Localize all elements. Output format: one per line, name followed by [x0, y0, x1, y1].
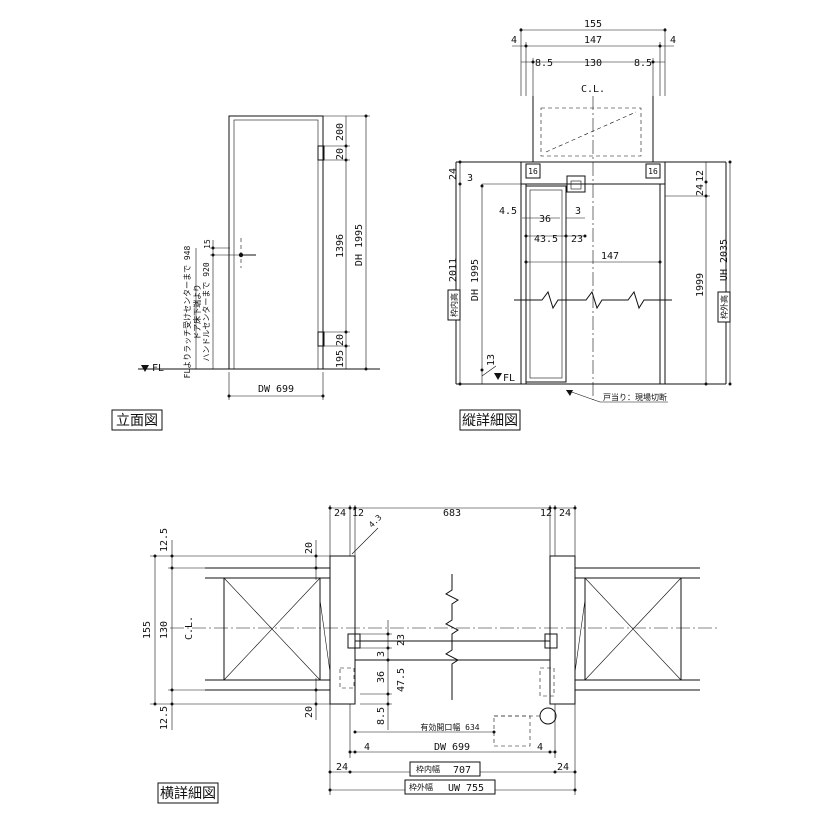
- hd-155: 155: [142, 621, 153, 639]
- hd-handle-icon: [539, 707, 557, 725]
- hd-85: 8.5: [376, 707, 387, 725]
- hd-24a: 24: [334, 508, 346, 519]
- elevation-view: FL DW 699 DH 1995 200 20 1396 20 195 15: [111, 114, 380, 431]
- elev-note-door: ドア床下端より: [192, 284, 202, 340]
- hd-475: 47.5: [396, 668, 407, 692]
- vd-fl: FL: [503, 373, 515, 384]
- vd-155: 155: [584, 19, 602, 30]
- elev-note-handle: ハンドルセンターまで 920: [202, 262, 211, 361]
- hd-eff: 有効開口幅 634: [420, 722, 479, 732]
- hd-4a: 4: [364, 742, 370, 753]
- vd-147: 147: [601, 251, 619, 262]
- hd-jamb-right: [549, 555, 576, 705]
- vd-24r: 24: [695, 184, 706, 196]
- elevation-title-box: [111, 409, 163, 431]
- horizontal-detail-view: 24 12 683 12 24 4.3 C.L.: [142, 505, 720, 804]
- hd-cl: C.L.: [184, 616, 195, 640]
- hinge-top-icon: [317, 145, 325, 161]
- vd-24: 24: [448, 168, 459, 180]
- hinge-bottom-icon: [317, 331, 325, 347]
- hd-24c: 24: [336, 762, 348, 773]
- hd-inner-label: 枠内幅: [416, 764, 440, 774]
- vd-130: 130: [584, 58, 602, 69]
- elev-15: 15: [203, 239, 212, 249]
- elev-dw: DW 699: [258, 384, 294, 395]
- vd-13: 13: [486, 354, 497, 366]
- hd-outer-val: UW 755: [448, 783, 484, 794]
- vd-4a: 4: [511, 35, 517, 46]
- horizontal-title: 横詳細図: [160, 786, 216, 802]
- elev-20b: 20: [335, 334, 346, 346]
- hd-125a: 12.5: [159, 528, 170, 552]
- fl-marker-icon: [141, 365, 149, 372]
- hd-24d: 24: [557, 762, 569, 773]
- hd-4b: 4: [537, 742, 543, 753]
- vd-45: 4.5: [499, 206, 517, 217]
- vd-uh: UH 2035: [719, 239, 730, 281]
- vd-fl-marker-icon: [494, 373, 502, 380]
- vd-36: 36: [539, 214, 551, 225]
- vd-435: 43.5: [534, 234, 558, 245]
- hd-jamb-left: [329, 555, 356, 705]
- vd-4b: 4: [670, 35, 676, 46]
- hd-23: 23: [396, 634, 407, 646]
- horizontal-title-box: [157, 782, 219, 804]
- vd-cl: C.L.: [581, 84, 605, 95]
- vd-16b: 16: [648, 167, 658, 176]
- hd-20b: 20: [304, 706, 315, 718]
- vd-1999: 1999: [695, 273, 706, 297]
- hd-3: 3: [376, 651, 387, 657]
- hd-outer-label: 枠外幅: [409, 782, 433, 792]
- door-leaf: [233, 119, 319, 370]
- vd-3: 3: [467, 173, 473, 184]
- elev-fl-label: FL: [152, 363, 164, 374]
- door-frame-outline: [228, 115, 324, 370]
- vd-12: 12: [695, 170, 706, 182]
- hd-stud-right: [584, 577, 682, 681]
- hd-20a: 20: [304, 542, 315, 554]
- elev-dh: DH 1995: [354, 224, 365, 266]
- vd-label-frame-out: 枠外高: [719, 295, 729, 319]
- vd-3b: 3: [575, 206, 581, 217]
- vertical-title: 縦詳細図: [462, 413, 518, 429]
- hd-130: 130: [159, 621, 170, 639]
- hd-stud-left: [223, 577, 321, 681]
- hd-43: 4.3: [367, 513, 384, 530]
- elev-note-latch: FLよりラッチ受けセンターまで 948: [182, 245, 192, 378]
- vd-8b: 8.5: [634, 58, 652, 69]
- hd-36: 36: [376, 671, 387, 683]
- elevation-title: 立面図: [116, 413, 158, 429]
- vd-8a: 8.5: [535, 58, 553, 69]
- elev-195: 195: [335, 350, 346, 368]
- vertical-detail-view: 155 147 4 4 8.5 130 8.5 C.L. 16 16: [447, 19, 732, 431]
- vertical-title-box: [459, 409, 521, 431]
- vd-2011: 2011: [448, 258, 459, 282]
- hd-24b: 24: [559, 508, 571, 519]
- hd-inner-val: 707: [453, 765, 471, 776]
- hd-12a: 12: [352, 508, 364, 519]
- hd-12b: 12: [540, 508, 552, 519]
- vd-note: 戸当り：現場切断: [603, 392, 667, 402]
- elev-20a: 20: [335, 148, 346, 160]
- hd-125b: 12.5: [159, 706, 170, 730]
- vd-23: 23: [571, 234, 583, 245]
- vd-147-top: 147: [584, 35, 602, 46]
- hd-683: 683: [443, 508, 461, 519]
- elev-200: 200: [335, 123, 346, 141]
- vd-dh: DH 1995: [470, 259, 481, 301]
- vd-label-frame-h: 枠内高: [449, 293, 459, 317]
- elev-1396: 1396: [335, 234, 346, 258]
- vd-16a: 16: [528, 167, 538, 176]
- hd-dw: DW 699: [434, 742, 470, 753]
